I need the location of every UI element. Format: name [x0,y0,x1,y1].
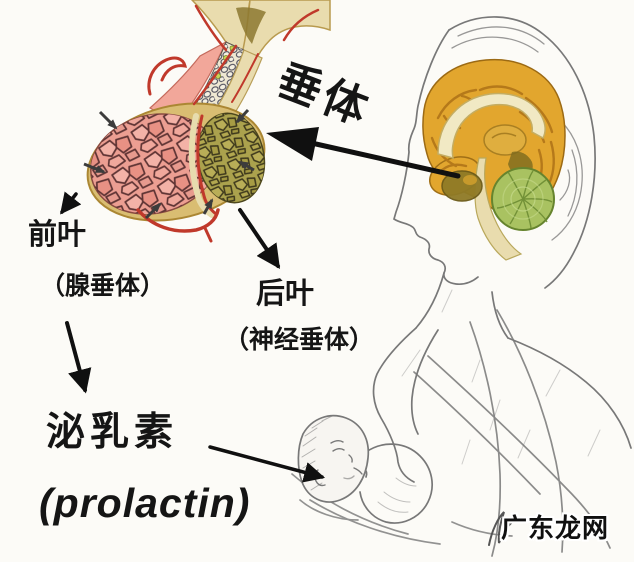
anterior-label-arrow [60,191,82,215]
prolactin-flow-arrow [65,321,92,394]
head-outline [448,16,596,289]
pituitary-arrow [266,127,461,179]
watermark-flourish-icon [488,511,519,546]
neck-front-line [415,272,445,329]
corpus-callosum-shape [437,92,546,160]
baby-nose [348,454,353,463]
posterior-lobe-label: 后叶 [256,278,315,310]
watermark-text: 广东龙网 [501,513,610,543]
cerebellum-shape [491,167,555,231]
pituitary-in-brain [441,170,483,202]
anterior-lobe-shape [90,113,218,215]
pituitary-inset-illustration [83,0,331,243]
posterior-lobe-shape [196,112,266,204]
neurohypophysis-label: （神经垂体） [224,326,375,354]
baby-sketch [297,414,370,503]
brain-illustration [422,58,566,261]
shoulder-arm-line [372,327,417,483]
adenohypophysis-label: （腺垂体） [40,272,166,300]
prolactin-en-label: (prolactin) [39,480,251,526]
gyri-lines [430,85,555,206]
baby-mouth [353,467,363,475]
right-shoulder-line [507,337,632,449]
posterior-label-arrow [238,208,281,269]
baby-eyebrow [330,440,344,444]
thalamus-shape [483,124,527,156]
funnel-shadow [236,7,266,45]
tick-arrows [83,108,255,220]
shading-hatches [401,289,601,465]
inner-arm-line [410,329,439,435]
hypothalamus-funnel [190,0,331,70]
baby-eye [332,448,345,452]
drape-folds [413,309,611,557]
prolactin-to-baby-arrow [208,445,326,483]
baby-head-outline [297,414,370,503]
thalamus-detail [491,132,517,139]
prolactin-cn-label: 泌乳素 [46,411,179,454]
annotation-arrows [60,127,461,483]
breast-sketch [359,443,433,524]
hair-strokes [451,26,583,241]
neck-back-line [491,291,509,339]
baby-cheek [343,475,355,480]
anterior-lobe-label: 前叶 [28,219,87,251]
